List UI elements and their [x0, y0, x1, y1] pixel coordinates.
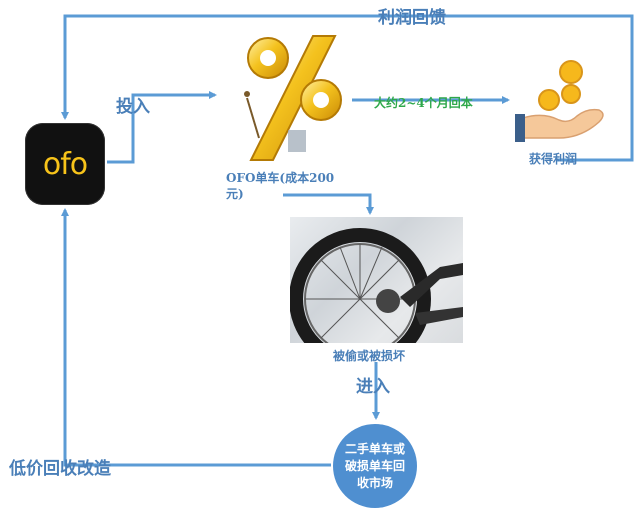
arrow-to-damage	[283, 193, 374, 215]
arrow-invest	[107, 91, 217, 164]
ofo-logo-text: ofo	[42, 146, 88, 182]
percent-icon	[244, 35, 342, 161]
ofo-app-icon: ofo	[25, 123, 105, 205]
payback-label: 大约2~4个月回本	[374, 96, 473, 110]
market-label: 二手单车或破损单车回收市场	[344, 441, 405, 490]
get-profit-label: 获得利润	[529, 152, 578, 166]
arrow-profit-return	[61, 14, 634, 162]
coin-hand-icon	[515, 60, 604, 142]
stolen-damaged-label: 被偷或被损坏	[333, 349, 406, 363]
arrow-rework	[61, 208, 331, 467]
wheel-photo	[290, 217, 463, 343]
low-price-rework-label: 低价回收改造	[9, 459, 111, 479]
enter-label: 进入	[356, 377, 390, 397]
invest-label: 投入	[116, 97, 150, 117]
profit-return-label: 利润回馈	[378, 8, 446, 28]
bike-cost-label: OFO单车(成本200元)	[226, 171, 335, 201]
recycle-market-node: 二手单车或破损单车回收市场	[333, 424, 417, 508]
